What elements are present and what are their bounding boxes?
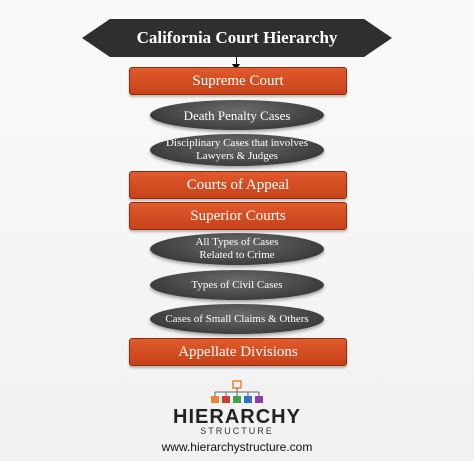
hierarchy-tree-icon [211,380,263,403]
logo-root-node [232,380,242,389]
logo-child-node [222,396,230,403]
node-supreme-court: Supreme Court [129,67,347,95]
logo-child-node [255,396,263,403]
node-crime-cases: All Types of Cases Related to Crime [150,233,324,265]
node-small-claims-cases: Cases of Small Claims & Others [150,304,324,334]
logo-child-node [244,396,252,403]
node-disciplinary-cases: Disciplinary Cases that involves Lawyers… [150,134,324,166]
title-arrow-line [236,57,237,65]
logo-child-node [211,396,219,403]
node-appellate-divisions: Appellate Divisions [129,338,347,366]
node-civil-cases: Types of Civil Cases [150,270,324,300]
logo-child-node [233,396,241,403]
node-death-penalty-cases: Death Penalty Cases [150,100,324,130]
logo-subtitle: STRUCTURE [200,426,274,436]
logo-wordmark: HIERARCHY [173,406,301,428]
node-superior-courts: Superior Courts [129,202,347,230]
footer-url[interactable]: www.hierarchystructure.com [161,440,313,454]
node-courts-of-appeal: Courts of Appeal [129,171,347,199]
diagram-title: California Court Hierarchy [82,19,392,57]
